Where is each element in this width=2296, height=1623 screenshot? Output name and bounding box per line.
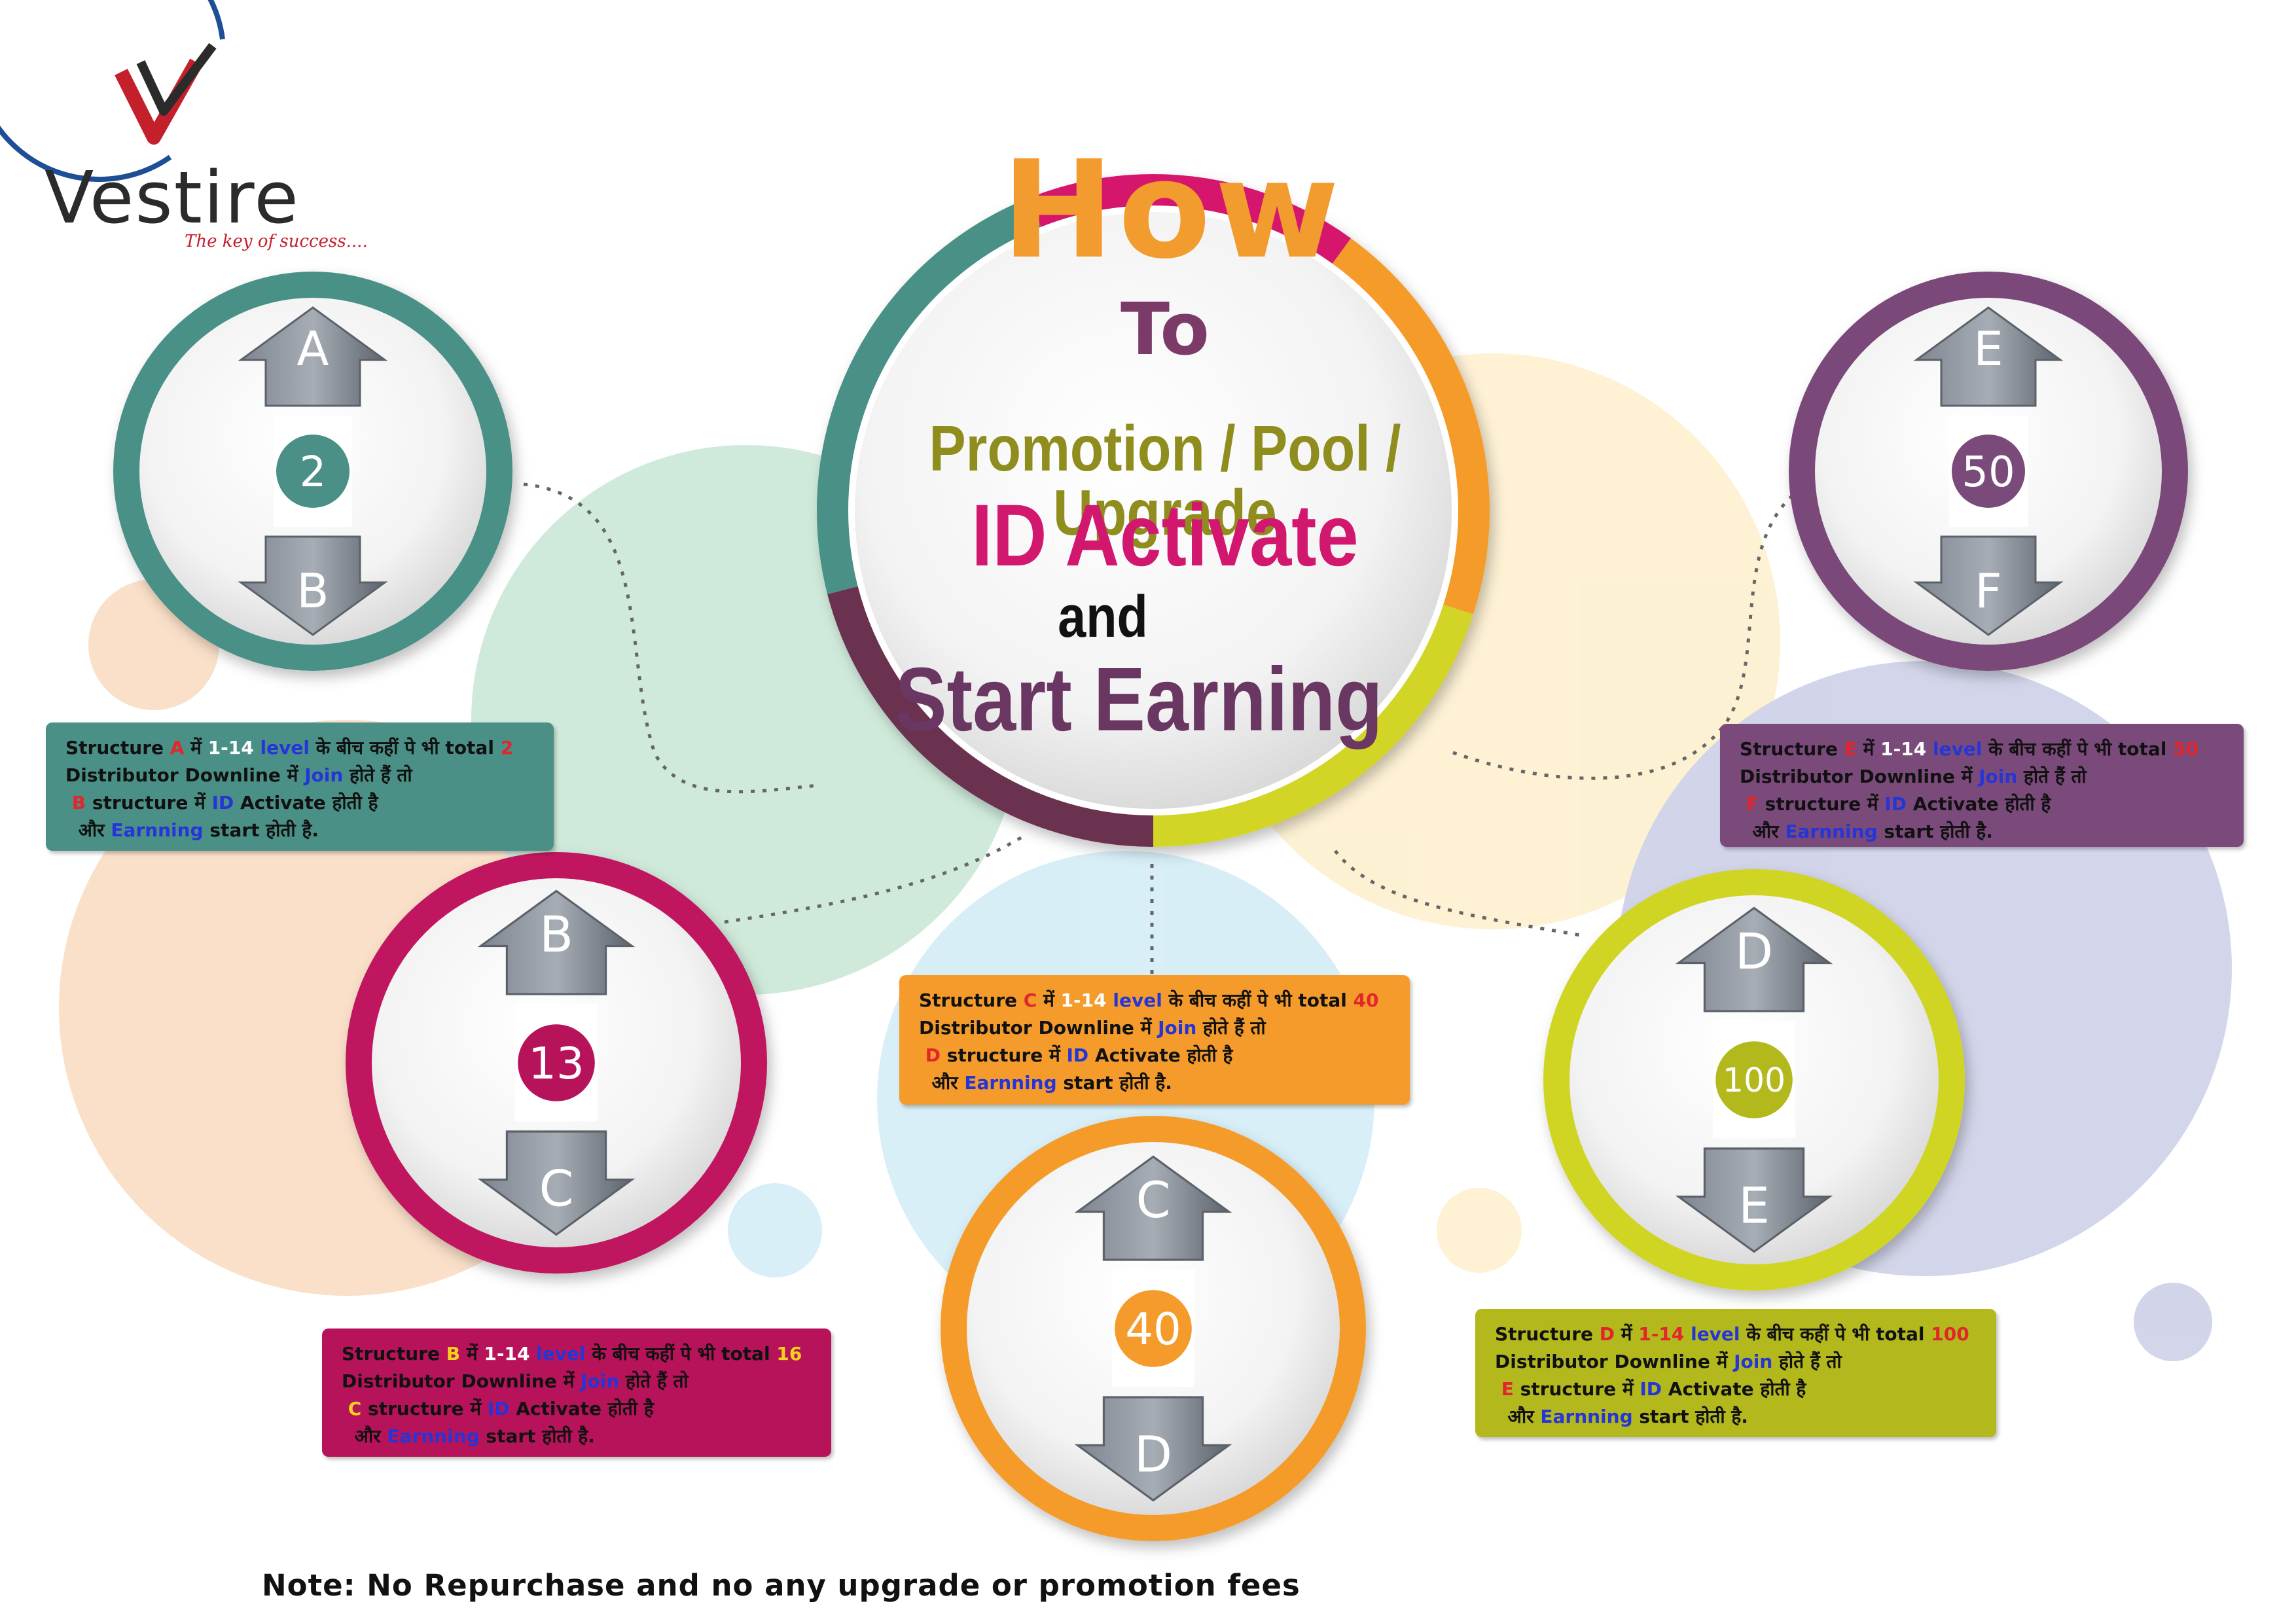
up-arrow-icon [477,889,636,995]
footer-note: Note: No Repurchase and no any upgrade o… [262,1568,1300,1603]
down-arrow-icon [477,1130,636,1236]
box-line-2: Distributor Downline में Join होते हैं त… [1495,1351,1842,1372]
box-line-4: और Earnning start होती है. [1507,1406,1748,1427]
central-ring [817,174,1490,847]
box-line-1: Structure E में 1-14 level के बीच कहीं प… [1740,738,2199,760]
count-badge [1952,435,2025,508]
logo-tagline: The key of success.... [185,232,368,251]
info-box-structure-c: Structure C में 1-14 level के बीच कहीं प… [899,975,1410,1105]
box-line-1: Structure B में 1-14 level के बीच कहीं प… [342,1343,802,1364]
count-badge [518,1024,595,1101]
box-line-4: और Earnning start होती है. [931,1072,1172,1094]
dotted-connectors [523,482,1808,982]
box-line-2: Distributor Downline में Join होते हैं त… [1740,766,2087,787]
structure-letter-bottom: B [296,563,329,618]
downline-count: 40 [1125,1304,1181,1355]
stage-B-C: B C 13 [477,889,636,1236]
box-line-1: Structure C में 1-14 level के बीच कहीं प… [919,990,1379,1011]
structure-letter-bottom: D [1134,1425,1172,1483]
box-line-4: और Earnning start होती है. [354,1425,595,1447]
structure-letter-top: D [1735,923,1773,980]
info-box-structure-b: Structure B में 1-14 level के बीच कहीं प… [322,1329,831,1457]
structure-letter-top: E [1973,321,2003,376]
structure-letter-bottom: E [1738,1177,1770,1234]
downline-count: 100 [1723,1061,1785,1099]
title-to: To [1121,287,1210,371]
structure-letter-top: A [296,321,329,376]
down-arrow-icon [238,535,388,636]
info-box-structure-d: Structure D में 1-14 level के बीच कहीं प… [1475,1309,1996,1437]
downline-count: 13 [528,1038,584,1089]
structure-letter-top: C [1136,1171,1171,1229]
box-line-3: F structure में ID Activate होती है [1746,793,2051,815]
info-box-structure-a: Structure A में 1-14 level के बीच कहीं प… [46,722,554,851]
count-badge [1115,1290,1192,1367]
downline-count: 50 [1962,448,2015,497]
box-line-3: D structure में ID Activate होती है [925,1044,1233,1066]
info-box-structure-e: Structure E में 1-14 level के बीच कहीं प… [1720,724,2244,847]
box-line-4: और Earnning start होती है. [1752,821,1993,842]
count-badge [276,435,350,508]
title-how: How [1001,132,1344,289]
title-start-earning: Start Earning [895,649,1383,750]
down-arrow-icon [1074,1396,1232,1502]
stage-C-D: C D 40 [1074,1155,1232,1502]
structure-letter-bottom: C [539,1160,574,1217]
title-and: and [1058,584,1148,650]
box-line-2: Distributor Downline में Join होते हैं त… [919,1017,1266,1039]
down-arrow-icon [1913,535,2064,636]
up-arrow-icon [1675,906,1833,1012]
stage-E-F: E F 50 [1913,306,2064,636]
downline-count: 2 [300,448,327,497]
box-line-1: Structure D में 1-14 level के बीच कहीं प… [1495,1323,1969,1345]
box-line-4: और Earnning start होती है. [78,819,319,841]
structure-letter-bottom: F [1975,563,2001,618]
count-badge [1715,1041,1793,1118]
stage-A-B: A B 2 [238,306,388,636]
v-check-logo-icon [0,0,225,183]
box-line-2: Distributor Downline में Join होते हैं त… [65,764,412,786]
box-line-1: Structure A में 1-14 level के बीच कहीं प… [65,737,514,758]
up-arrow-icon [1074,1155,1232,1261]
down-arrow-icon [1675,1147,1833,1253]
box-line-3: B structure में ID Activate होती है [71,792,378,813]
box-line-3: E structure में ID Activate होती है [1501,1378,1806,1400]
box-line-3: C structure में ID Activate होती है [348,1398,654,1419]
up-arrow-icon [238,306,388,407]
box-line-2: Distributor Downline में Join होते हैं त… [342,1370,689,1392]
up-arrow-icon [1913,306,2064,407]
logo-wordmark: Vestire [45,156,300,240]
structure-letter-top: B [539,906,573,963]
stage-D-E: D E 100 [1675,906,1833,1253]
title-promotion-pool-upgrade: Promotion / Pool / Upgrade [929,412,1401,548]
title-id-activate: ID Activate [971,487,1359,584]
